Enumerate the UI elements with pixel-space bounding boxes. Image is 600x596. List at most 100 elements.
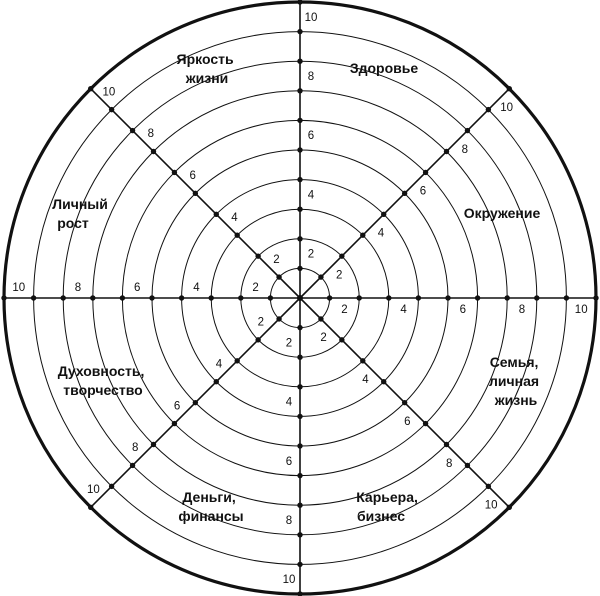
scale-dot xyxy=(415,295,422,301)
scale-dot xyxy=(401,190,408,197)
scale-dot xyxy=(297,88,303,94)
scale-label: 6 xyxy=(189,170,195,182)
scale-label: 8 xyxy=(519,304,525,316)
scale-dot xyxy=(119,295,126,301)
scale-label: 10 xyxy=(575,304,588,316)
scale-dot xyxy=(90,295,96,301)
scale-dot xyxy=(88,86,94,92)
scale-dot xyxy=(149,295,155,301)
scale-dot xyxy=(213,379,219,385)
scale-label: 10 xyxy=(500,102,513,114)
scale-dot xyxy=(238,295,244,301)
scale-dot xyxy=(297,236,303,242)
scale-dot xyxy=(326,295,333,301)
scale-label: 2 xyxy=(320,332,326,344)
scale-dot xyxy=(356,295,362,301)
scale-label: 4 xyxy=(308,189,315,201)
scale-label: 2 xyxy=(308,249,314,261)
scale-label: 6 xyxy=(308,130,314,142)
scale-dot xyxy=(129,127,136,134)
scale-label: 4 xyxy=(362,374,369,386)
scale-dot xyxy=(297,58,303,64)
scale-dot xyxy=(339,253,345,259)
scale-label: 8 xyxy=(132,442,138,454)
sector-label-health: Здоровье xyxy=(350,60,419,76)
scale-dot xyxy=(150,441,157,448)
scale-dot xyxy=(276,274,282,280)
sector-label-line: финансы xyxy=(178,508,243,524)
scale-dot xyxy=(422,169,429,176)
scale-label: 10 xyxy=(485,500,498,512)
scale-dot xyxy=(171,169,178,176)
scale-label: 2 xyxy=(336,269,342,281)
sector-label-family: Семья, личная жизнь xyxy=(489,354,543,408)
scale-dot xyxy=(381,211,387,217)
scale-dot xyxy=(234,358,240,364)
scale-dot xyxy=(297,472,303,479)
scale-dot xyxy=(297,176,303,183)
scale-label: 8 xyxy=(462,144,468,156)
scale-dot xyxy=(506,504,512,510)
scale-dot xyxy=(297,147,303,153)
sector-label-money: Деньги, финансы xyxy=(178,489,243,524)
scale-label: 10 xyxy=(283,574,296,586)
scale-dot xyxy=(60,295,66,301)
scale-label: 6 xyxy=(134,282,140,294)
scale-dot xyxy=(150,148,157,155)
scale-dot xyxy=(563,295,570,301)
sector-label-line: личная xyxy=(489,373,539,389)
scale-dot xyxy=(360,358,366,364)
scale-dot xyxy=(213,211,219,217)
scale-label: 4 xyxy=(231,212,238,224)
scale-dot xyxy=(297,28,303,35)
scale-dot xyxy=(108,483,115,490)
scale-dot xyxy=(593,295,599,301)
scale-dot xyxy=(30,295,37,301)
scale-dot xyxy=(297,265,303,272)
scale-dot xyxy=(88,504,94,510)
sector-label-environment: Окружение xyxy=(464,205,541,221)
sector-label-line: Яркость xyxy=(177,51,234,67)
scale-dot xyxy=(534,295,540,301)
scale-label: 6 xyxy=(404,416,410,428)
scale-dot xyxy=(297,502,303,508)
scale-label: 2 xyxy=(273,254,279,266)
sector-label-line: Духовность, xyxy=(58,363,145,379)
scale-dot xyxy=(297,0,303,5)
scale-dot xyxy=(386,295,392,301)
sector-label-career: Карьера, бизнес xyxy=(356,489,422,524)
sector-label-line: жизни xyxy=(185,70,229,86)
scale-dot xyxy=(297,324,303,331)
scale-label: 2 xyxy=(286,337,292,349)
scale-label: 4 xyxy=(400,304,407,316)
scale-dot xyxy=(297,413,303,420)
scale-dot xyxy=(267,295,274,301)
scale-label: 4 xyxy=(286,397,293,409)
scale-dot xyxy=(208,295,214,301)
scale-dot xyxy=(381,379,387,385)
scale-dot xyxy=(297,443,303,449)
scale-dot xyxy=(339,337,345,343)
sector-label-line: бизнес xyxy=(357,508,405,524)
scale-label: 4 xyxy=(378,228,385,240)
scale-dot xyxy=(360,232,366,238)
scale-label: 4 xyxy=(216,359,223,371)
scale-dot xyxy=(445,295,451,301)
scale-label: 10 xyxy=(103,86,116,98)
scale-label: 10 xyxy=(87,484,100,496)
scale-dot xyxy=(192,190,199,197)
scale-label: 10 xyxy=(305,12,318,24)
sector-label-line: Личный xyxy=(52,196,108,212)
scale-dot xyxy=(485,483,492,490)
scale-dot xyxy=(1,295,7,301)
scale-label: 6 xyxy=(420,186,426,198)
sector-label-brightness: Яркость жизни xyxy=(177,51,238,86)
sector-label-line: творчество xyxy=(63,382,142,398)
scale-dot xyxy=(504,295,510,301)
scale-dot xyxy=(171,420,178,427)
scale-dot xyxy=(255,337,261,343)
scale-label: 6 xyxy=(460,304,466,316)
scale-dot xyxy=(108,106,115,113)
